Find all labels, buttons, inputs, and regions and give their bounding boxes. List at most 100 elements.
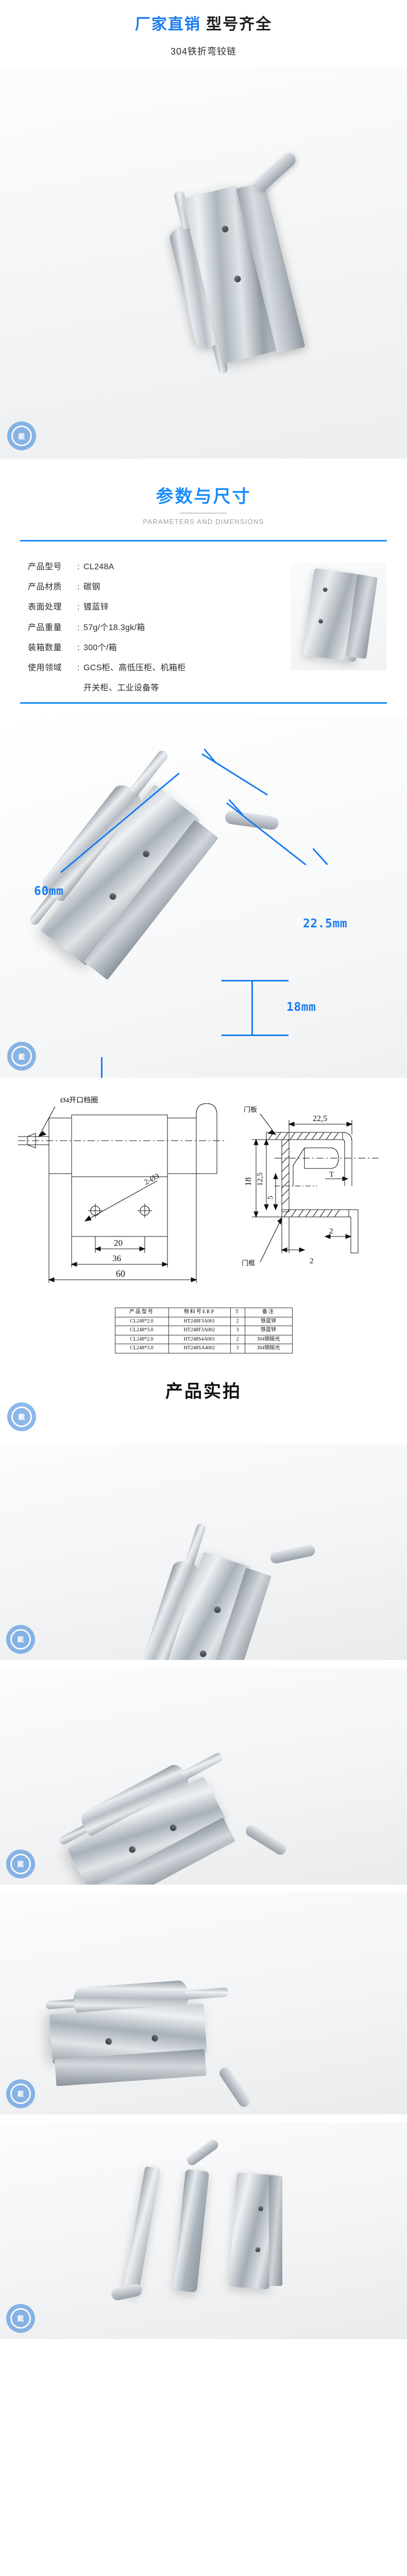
hinge-hook-arm (269, 1544, 316, 1565)
page-title-primary: 厂家直销 (134, 16, 201, 33)
drawing-label-125: 12,5 (256, 1173, 264, 1186)
drawing-label-clip-ring: Ø4开口档圈 (60, 1096, 98, 1105)
table-header-cell: 备注 (244, 1308, 293, 1317)
mounting-hole (258, 2206, 264, 2212)
gallery-photo-1: 戴 (0, 1443, 407, 1660)
table-cell-model: CL248*2.0 (114, 1334, 169, 1345)
product-gallery: 戴 戴 (0, 1443, 407, 2339)
mounting-hole (128, 1844, 137, 1854)
watermark-ring: 戴 (11, 1046, 32, 1067)
page-title: 厂家直销 型号齐全 (0, 0, 407, 34)
pin-rod (123, 2166, 161, 2296)
dimension-line-thickness (101, 1057, 103, 1078)
drawing-label-60: 60 (116, 1268, 125, 1279)
spec-value: GCS柜、高低压柜、机箱柜 (83, 663, 186, 672)
table-row: CL248*2.0 HT248S4A001 2 304钢振光 (114, 1334, 293, 1345)
dimension-label-width: 22.5mm (303, 917, 348, 931)
drawing-label-20: 20 (114, 1238, 123, 1248)
watermark-logo: 戴 (6, 2303, 35, 2333)
drawing-label-holes: 2-Ø3 (143, 1172, 161, 1187)
dimension-line-height-vertical (251, 980, 253, 1036)
watermark-band: 戴 (0, 1402, 407, 1431)
drawing-label-2a: 2 (329, 1227, 333, 1235)
table-header-row: 产品型号 物料号ERP T 备注 (114, 1308, 293, 1317)
knuckle-hook (184, 2138, 221, 2167)
watermark-ring: 戴 (10, 1629, 31, 1650)
section-title-parameters: 参数与尺寸 PARAMETERS AND DIMENSIONS (0, 482, 407, 526)
spec-label: 装箱数量 (28, 643, 62, 652)
table-cell-model: CL248*3.0 (114, 1344, 169, 1353)
dimension-leader-line (226, 802, 307, 866)
spec-value: CL248A (83, 563, 114, 571)
drawing-label-t: T (329, 1171, 334, 1179)
technical-drawing: Ø4开口档圈 2-Ø3 20 36 60 22,5 18 12,5 5 T 2 … (0, 1083, 407, 1305)
table-row: CL248*2.0 HT248F3A001 2 铁蓝锌 (114, 1316, 293, 1327)
watermark-ring: 戴 (11, 1406, 32, 1427)
drawing-label-225: 22,5 (313, 1114, 327, 1123)
spec-label: 产品重量 (28, 623, 62, 632)
spec-row: 使用领域 : GCS柜、高低压柜、机箱柜 (28, 658, 407, 678)
spec-colon: : (77, 583, 80, 592)
hinge-hook-arm (252, 150, 298, 194)
product-detail-page: 厂家直销 型号齐全 304铁折弯铰链 戴 参数与尺寸 PARAMETERS AN… (0, 0, 407, 2339)
drawing-label-5: 5 (267, 1196, 275, 1199)
spec-value: 碳钢 (83, 583, 100, 592)
hero-product-photo: 戴 (0, 67, 407, 459)
hinge-hook-arm (217, 2065, 252, 2109)
table-cell-t: 2 (230, 1316, 245, 1327)
spec-row: 产品材质 : 碳钢 (28, 577, 407, 597)
mounting-hole (323, 587, 328, 592)
table-header-cell: 物料号ERP (168, 1308, 231, 1317)
drawing-label-door-frame: 门框 (242, 1259, 255, 1267)
section-title-cn: 产品实拍 (165, 1381, 242, 1401)
spec-row: 产品型号 : CL248A (28, 557, 407, 577)
mounting-hole (151, 2035, 159, 2042)
spec-thumbnail-photo (291, 562, 386, 670)
spec-label: 产品材质 (28, 583, 62, 592)
page-title-secondary: 型号齐全 (206, 16, 273, 33)
drawing-label-door-panel: 门板 (244, 1106, 257, 1113)
watermark-logo: 戴 (6, 2079, 35, 2108)
table-cell-erp: HT248F3A002 (168, 1326, 231, 1335)
spec-value: 300个/箱 (83, 643, 117, 652)
watermark-ring: 戴 (10, 2083, 31, 2104)
spec-colon: : (77, 663, 80, 672)
table-cell-remark: 铁蓝锌 (244, 1316, 293, 1327)
spec-row: 表面处理 : 镀蓝锌 (28, 597, 407, 617)
spec-value: 开关柜、工业设备等 (83, 684, 159, 693)
table-header-cell: T (230, 1308, 245, 1317)
mounting-hole (105, 2038, 113, 2045)
pin-foot (110, 2282, 143, 2301)
spec-row-continued: 开关柜、工业设备等 (28, 678, 407, 698)
drawing-label-18: 18 (243, 1177, 253, 1186)
spec-bottom-divider (20, 702, 387, 704)
title-divider (180, 513, 227, 514)
mounting-hole (108, 892, 118, 902)
watermark-logo: 戴 (7, 1042, 36, 1071)
table-cell-remark: 304钢振光 (244, 1334, 293, 1345)
mounting-hole (255, 2247, 261, 2252)
disassembled-parts (0, 2123, 407, 2339)
table-header-cell: 产品型号 (114, 1308, 169, 1317)
table-cell-t: 2 (230, 1334, 245, 1345)
table-row: CL248*3.0 HT248F3A002 3 铁蓝锌 (114, 1326, 293, 1335)
table-cell-model: CL248*2.0 (114, 1316, 169, 1327)
table-cell-erp: HT248F3A001 (168, 1316, 231, 1327)
part-pin-assembly (110, 2166, 161, 2301)
dimension-tick (312, 848, 328, 866)
dimension-photo: 60mm 22.5mm 18mm 2mm厚 戴 (0, 717, 407, 1078)
mounting-hole (168, 1823, 178, 1833)
spec-label: 产品型号 (28, 563, 62, 571)
dimension-line-height-top (222, 980, 289, 982)
drawing-label-36: 36 (112, 1253, 121, 1263)
spec-colon: : (77, 563, 80, 571)
spec-colon (77, 678, 83, 698)
spec-top-divider (20, 540, 387, 541)
part-bracket (229, 2172, 282, 2290)
spec-label: 使用领域 (28, 663, 62, 672)
watermark-ring: 戴 (11, 426, 32, 446)
mounting-hole (213, 1605, 222, 1614)
part-knuckle (173, 2138, 221, 2293)
section-title-cn: 参数与尺寸 (156, 487, 251, 506)
hinge-pin-top (129, 749, 169, 796)
